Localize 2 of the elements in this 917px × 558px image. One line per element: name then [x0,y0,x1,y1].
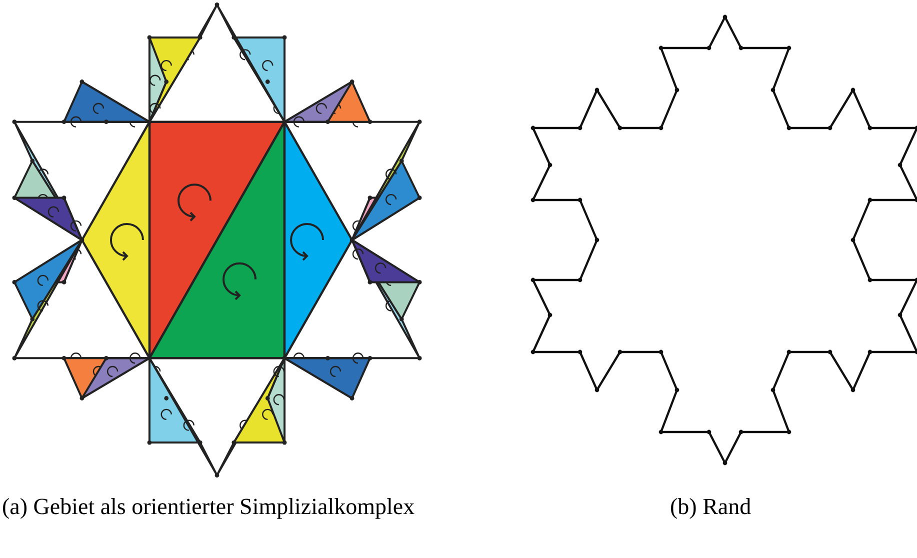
caption: (b) Rand [670,493,752,520]
caption: (a) Gebiet als orientierter Simplizialkomplex [2,493,416,520]
